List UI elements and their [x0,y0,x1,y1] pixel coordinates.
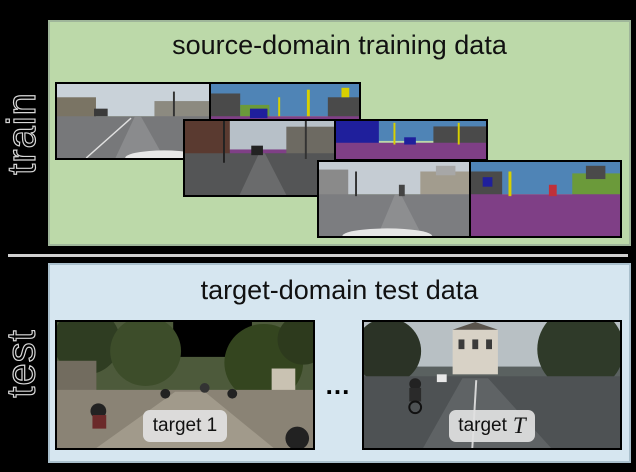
target-1-tag: target 1 [143,410,227,442]
source-segmentation-3 [469,160,622,238]
section-divider [8,254,628,257]
source-panel-title: source-domain training data [172,30,507,60]
target-T-tag-variable: T [512,413,526,438]
ellipsis: ... [325,370,351,400]
target-T-tag-prefix: target [458,415,507,436]
test-label: test [0,328,44,398]
source-photo-2 [183,119,339,197]
source-segmentation-2 [334,119,488,161]
train-label-container: train [0,20,44,246]
source-photo-3 [317,160,473,238]
target-1-tag-text: target 1 [152,415,218,436]
train-label: train [0,91,44,175]
target-T-tag: target T [449,410,535,442]
target-panel-title: target-domain test data [200,275,479,305]
test-label-container: test [0,263,44,463]
